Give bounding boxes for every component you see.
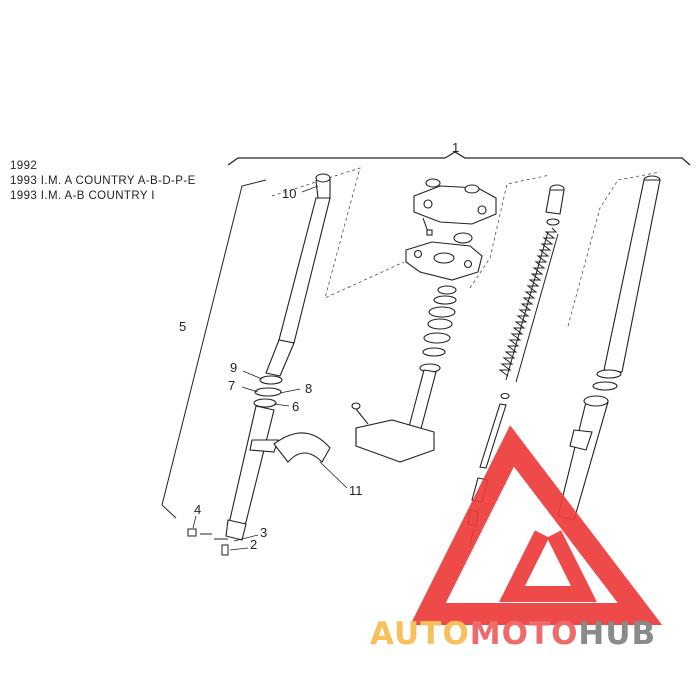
leader-lines	[192, 185, 348, 551]
callout-10: 10	[282, 186, 297, 201]
spring-cap	[545, 184, 565, 226]
logo-moto: MOTO	[469, 616, 579, 652]
callout-5: 5	[179, 319, 187, 334]
logo-wordmark: AUTOMOTOHUB	[370, 616, 656, 652]
callout-7: 7	[228, 378, 236, 393]
callout-9: 9	[230, 360, 238, 375]
callout-3: 3	[260, 525, 268, 540]
small-bolts	[187, 528, 229, 556]
bearing-stack	[419, 285, 457, 373]
lock-plate	[405, 241, 483, 281]
guide-lines	[271, 167, 661, 327]
right-fork-tube	[557, 175, 661, 521]
logo-auto: AUTO	[370, 616, 470, 652]
logo-triangle	[410, 425, 663, 625]
fork-bracket	[161, 179, 267, 519]
callout-1: 1	[452, 140, 460, 155]
callout-6: 6	[292, 399, 300, 414]
header-model-2: 1993 I.M. A-B COUNTRY I	[10, 190, 155, 202]
header-year: 1992	[10, 160, 38, 172]
assembly-bracket	[227, 151, 691, 166]
callout-8: 8	[305, 381, 313, 396]
steering-stem	[351, 369, 437, 463]
top-yoke	[413, 178, 497, 244]
fork-spring	[498, 227, 559, 383]
callout-11: 11	[349, 483, 363, 498]
logo-hub: HUB	[578, 616, 657, 652]
left-fork-tube	[225, 173, 331, 541]
callout-2: 2	[250, 537, 258, 552]
logo-inner-mark	[499, 530, 597, 602]
half-ring-11	[273, 432, 331, 463]
header-model-1: 1993 I.M. A COUNTRY A-B-D-P-E	[10, 175, 196, 187]
callout-4: 4	[194, 502, 202, 517]
